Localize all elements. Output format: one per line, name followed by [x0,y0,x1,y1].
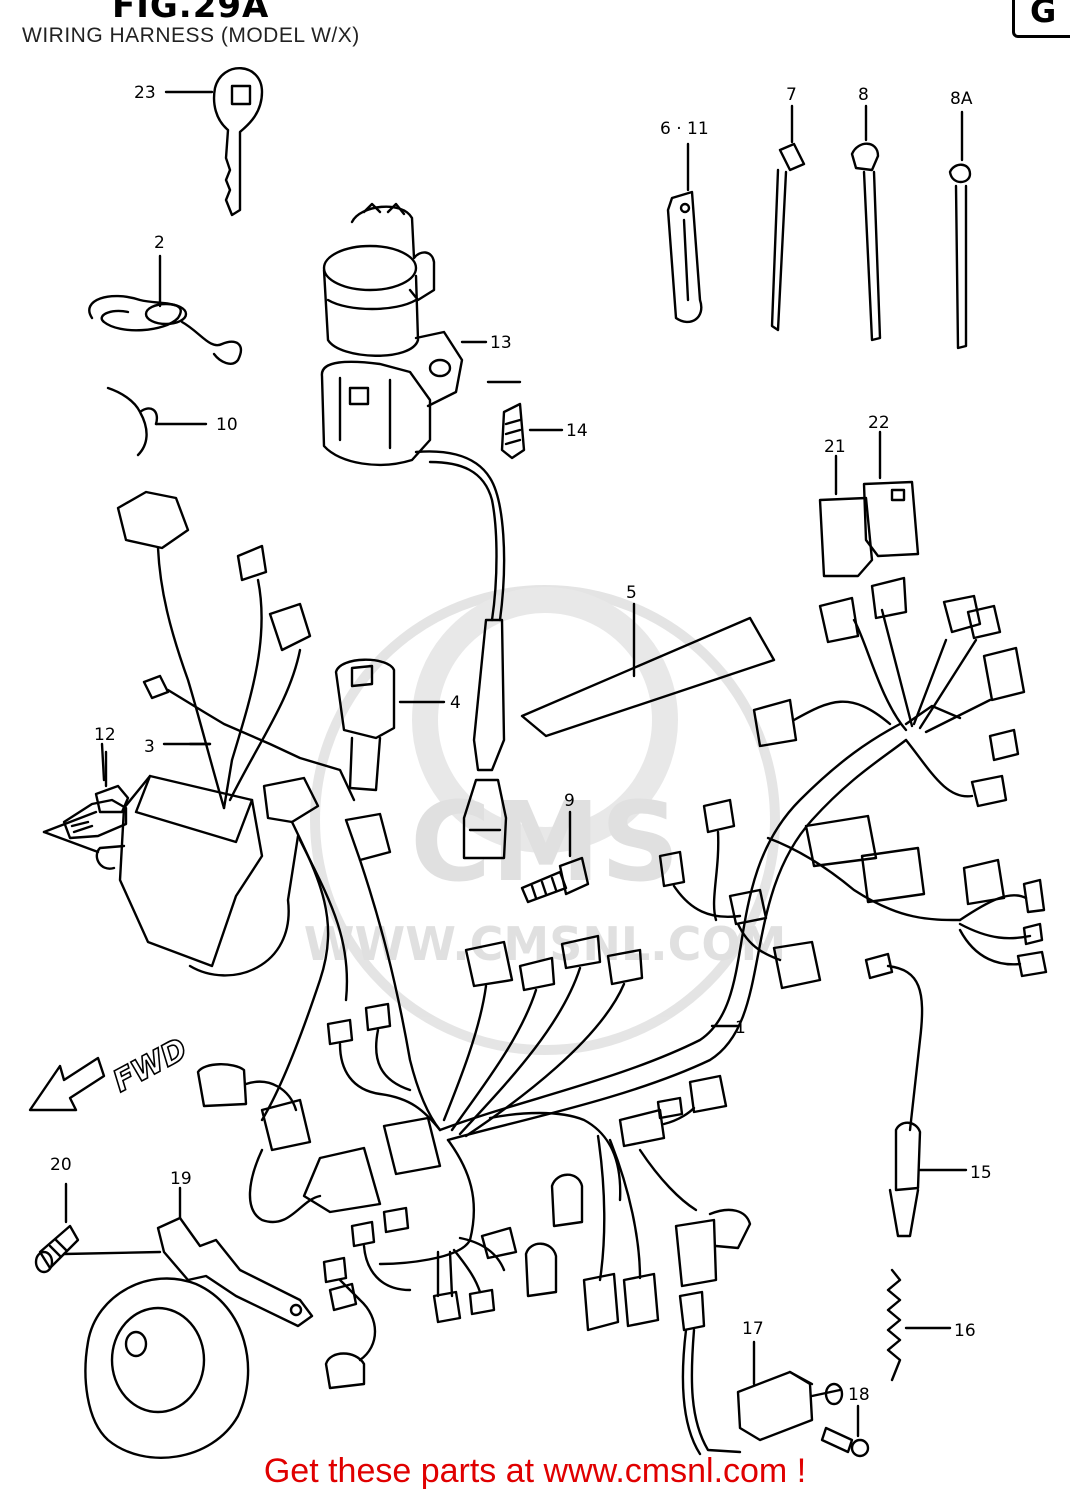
sensor-4-part [334,658,446,792]
callout-8a: 8A [950,89,973,109]
bolt-20-part [34,1182,80,1274]
callout-12: 12 [94,725,116,745]
cable-tie-8a-part [948,110,972,350]
callout-17: 17 [742,1319,764,1339]
switch-17-part [736,1340,870,1458]
callout-5: 5 [626,583,637,603]
cable-tie-8-part [850,104,882,342]
horn-19-part [62,1186,314,1459]
callout-1: 1 [735,1018,746,1038]
group-letter: G [1030,0,1057,30]
figure-label: FIG.29A [112,0,270,26]
callout-18: 18 [848,1385,870,1405]
callout-4: 4 [450,693,461,713]
footer-link[interactable]: Get these parts at www.cmsnl.com ! [263,1452,807,1490]
callout-13: 13 [490,333,512,353]
callout-21: 21 [824,437,846,457]
callout-10: 10 [216,415,238,435]
callout-6-11: 6 · 11 [660,119,709,139]
callout-14: 14 [566,421,588,441]
ignition-lead-part [462,618,508,860]
fwd-arrow-icon [28,1056,106,1112]
sub-harness-3-part [116,490,356,810]
cable-tie-7-part [770,104,806,332]
spring-16-part [886,1268,952,1382]
callout-19: 19 [170,1169,192,1189]
bolt-9-part [520,810,590,904]
o2-sensor-15-part [864,952,968,1238]
group-badge [1012,0,1070,38]
callout-23: 23 [134,83,156,103]
connector-21-22-part [818,430,920,578]
spring-clip-part [88,254,243,365]
callout-7: 7 [786,85,797,105]
watermark-brand: CMS [410,778,679,906]
sheet-5-part [520,602,776,738]
fwd-label: FWD [107,1032,193,1100]
relay-box-12-part [42,750,300,977]
bracket-6-part [666,142,703,324]
callout-9: 9 [564,791,575,811]
watermark-url: WWW.CMSNL.COM [304,917,787,971]
screw-14-part [486,380,564,460]
page-subtitle: WIRING HARNESS (MODEL W/X) [22,24,360,47]
callout-20: 20 [50,1155,72,1175]
watermark: CMS WWW.CMSNL.COM [304,585,787,1055]
callout-3: 3 [144,737,155,757]
callout-22: 22 [868,413,890,433]
callout-2: 2 [154,233,165,253]
callout-15: 15 [970,1163,992,1183]
main-harness-1-part [196,576,1048,1456]
callout-16: 16 [954,1321,976,1341]
key-part [164,67,264,217]
callout-8: 8 [858,85,869,105]
ignition-switch-part [320,202,506,622]
small-clip-part [106,386,208,457]
